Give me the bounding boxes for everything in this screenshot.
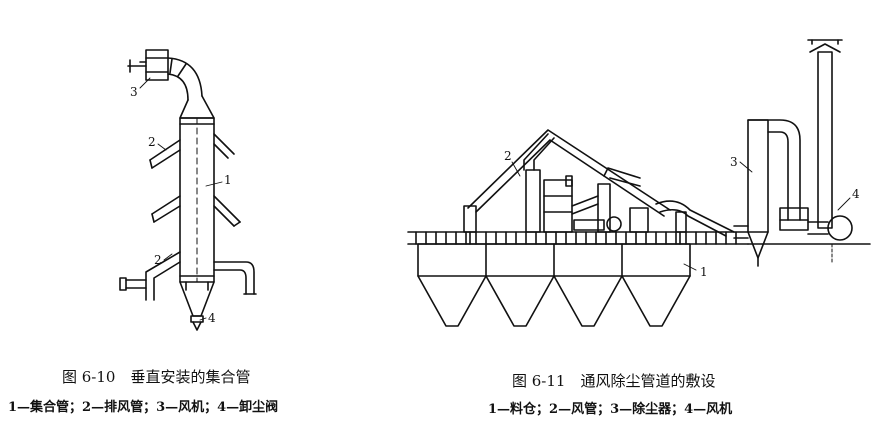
- fig11-ducts: [463, 129, 735, 245]
- fig11-machines: [525, 169, 649, 233]
- fig10-label-2b: 2: [154, 253, 162, 267]
- fig10-callouts: 3 2 1 2 4: [130, 85, 232, 325]
- fig11-drawing: [407, 39, 871, 327]
- fig11-label-2: 2: [504, 149, 512, 163]
- fig10-fan-elbow: [167, 57, 203, 101]
- fig10-branch-2: [151, 195, 241, 227]
- fig10-label-1: 1: [224, 173, 232, 187]
- fig10-branch-1: [149, 133, 235, 169]
- fig10-dust-valve: [190, 315, 204, 331]
- fig11-leaders: [511, 161, 851, 271]
- fig10-drawing: [119, 49, 257, 331]
- fig11-caption-title: 图 6-11 通风除尘管道的敷设: [512, 372, 716, 390]
- fig11-silos: [417, 243, 691, 327]
- fig11-label-3: 3: [730, 155, 738, 169]
- fig11-fan-stack: [807, 39, 853, 263]
- fig10-collecting-pipe: [179, 95, 215, 317]
- fig10-label-2a: 2: [148, 135, 156, 149]
- fig11-platform: [407, 231, 871, 245]
- fig10-caption-title: 图 6-10 垂直安装的集合管: [62, 368, 251, 386]
- fig10-branch-3: [119, 251, 257, 301]
- fig10-label-4: 4: [208, 311, 216, 325]
- fig11-caption-legend: 1—料仓；2—风管；3—除尘器；4—风机: [488, 402, 733, 417]
- fig10-leaders: [139, 77, 223, 321]
- fig10-label-3: 3: [130, 85, 138, 99]
- fig11-callouts: 2 3 4 1: [504, 149, 860, 279]
- fig10-caption-legend: 1—集合管；2—排风管；3—风机；4—卸尘阀: [8, 400, 279, 415]
- fig11-label-1: 1: [700, 265, 708, 279]
- fig11-dust-collector: [733, 119, 809, 267]
- fig11-label-4: 4: [852, 187, 860, 201]
- fig10-fan: [127, 49, 169, 81]
